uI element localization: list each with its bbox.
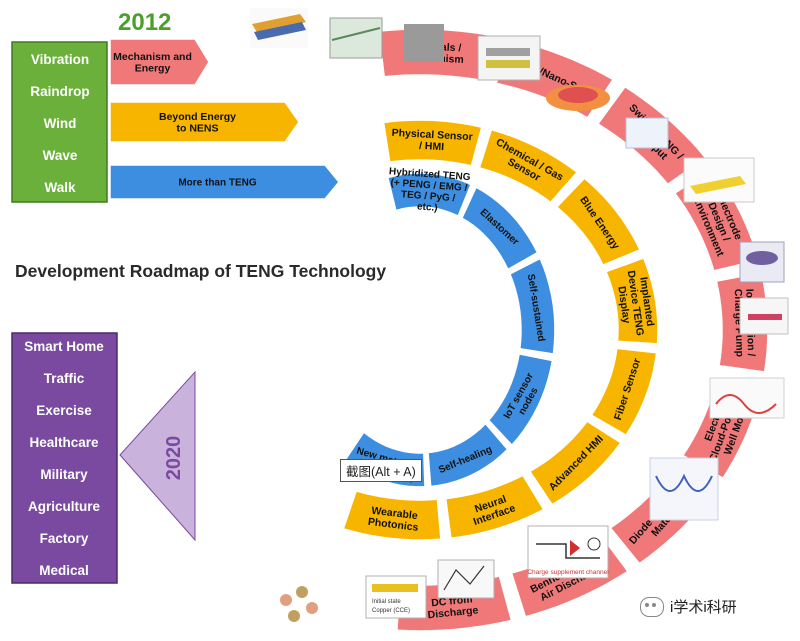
energy-source-wind: Wind xyxy=(44,116,77,131)
thumb-disc-teng xyxy=(546,85,610,111)
screenshot-tooltip: 截图(Alt + A) xyxy=(340,459,422,482)
application-agriculture: Agriculture xyxy=(28,499,101,514)
energy-source-walk: Walk xyxy=(44,180,75,195)
track-segment-label-line: Discharge xyxy=(427,604,479,621)
year-2020-connector xyxy=(119,370,196,542)
watermark: i学术i科研 xyxy=(640,596,737,617)
track-segment-label: Physical Sensor/ HMI xyxy=(391,127,473,155)
diagram-title: Development Roadmap of TENG Technology xyxy=(15,261,386,281)
inner-track-segment xyxy=(427,422,509,488)
energy-source-list: Vibration Raindrop Wind Wave Walk xyxy=(30,52,89,195)
middle-track-segment xyxy=(555,177,642,267)
middle-track-segment xyxy=(528,420,622,506)
inner-track-segment xyxy=(487,353,554,447)
watermark-text: i学术i科研 xyxy=(670,599,737,616)
thumb-charge-pump xyxy=(739,297,789,335)
thumb-electrode-array xyxy=(625,117,669,149)
application-military: Military xyxy=(40,467,88,482)
middle-track-segment xyxy=(444,474,545,540)
track-segment-label-line: Energy xyxy=(135,62,171,74)
track-segment-label-line: etc.) xyxy=(417,201,438,213)
charge-supplement-label: Charge supplement channel xyxy=(527,569,609,576)
track-segment-label-line: Mechanism and xyxy=(113,51,192,63)
thumb-particles xyxy=(280,586,318,622)
application-healthcare: Healthcare xyxy=(29,435,99,450)
thumb-circuit: Charge supplement channel xyxy=(527,525,609,579)
track-segment-label: ImplantedDevice TENGDisplay xyxy=(613,268,657,338)
middle-track-segment xyxy=(605,257,659,345)
application-panel xyxy=(11,332,118,584)
track-segment-label-line: Beyond Energy xyxy=(159,111,236,123)
year-2012-label: 2012 xyxy=(118,9,171,36)
outer-track-feeder xyxy=(109,38,210,86)
middle-track-segment xyxy=(382,119,483,167)
thumb-electrode-film xyxy=(683,157,755,203)
thumb-nanostructure xyxy=(329,17,383,59)
track-segment-label-line: Wearable xyxy=(371,505,419,522)
thumb-graph xyxy=(437,559,495,599)
initial-state-label: Initial state xyxy=(372,599,401,605)
application-list: Smart Home Traffic Exercise Healthcare M… xyxy=(24,339,104,578)
inner-track-segment xyxy=(508,257,556,355)
thumb-waveform xyxy=(709,377,785,419)
thumb-layered-device xyxy=(250,8,308,48)
middle-track-segment xyxy=(478,128,579,204)
track-segment-label-line: Display xyxy=(615,286,632,325)
energy-source-raindrop: Raindrop xyxy=(30,84,89,99)
application-factory: Factory xyxy=(40,531,89,546)
middle-track-feeder xyxy=(109,101,300,143)
thumb-switch-device xyxy=(477,35,541,81)
energy-source-panel xyxy=(11,41,108,203)
application-exercise: Exercise xyxy=(36,403,92,418)
thumb-potential-well xyxy=(649,457,719,521)
chat-bubble-icon xyxy=(640,596,664,617)
thumb-initial-state: Initial state Copper (CCE) xyxy=(365,575,427,619)
application-medical: Medical xyxy=(39,563,89,578)
track-segment-label-line: More than TENG xyxy=(178,177,257,188)
middle-track-segment xyxy=(590,347,658,437)
copper-label: Copper (CCE) xyxy=(372,608,410,614)
inner-track-segment xyxy=(386,172,472,218)
track-segment-label-line: / HMI xyxy=(419,140,445,153)
track-segment-label: Hybridized TENG(+ PENG / EMG /TEG / PyG … xyxy=(386,166,471,216)
thumb-sem-image xyxy=(404,24,444,62)
application-traffic: Traffic xyxy=(44,371,85,386)
track-segment-label-line: TEG / PyG / xyxy=(401,189,456,204)
inner-track-feeder xyxy=(109,164,340,200)
research-thumbnails: Charge supplement channel Initial state … xyxy=(250,8,789,622)
thumb-ion-chamber xyxy=(739,241,785,283)
track-segment-label: More than TENG xyxy=(178,177,257,188)
energy-source-wave: Wave xyxy=(43,148,78,163)
year-2020-label: 2020 xyxy=(163,436,185,481)
track-segment-label-line: Physical Sensor xyxy=(391,127,473,143)
inner-track-segment xyxy=(460,186,539,271)
application-smart-home: Smart Home xyxy=(24,339,104,354)
energy-source-vibration: Vibration xyxy=(31,52,89,67)
track-segment-label-line: to NENS xyxy=(177,122,219,134)
middle-track-segment xyxy=(342,489,442,541)
